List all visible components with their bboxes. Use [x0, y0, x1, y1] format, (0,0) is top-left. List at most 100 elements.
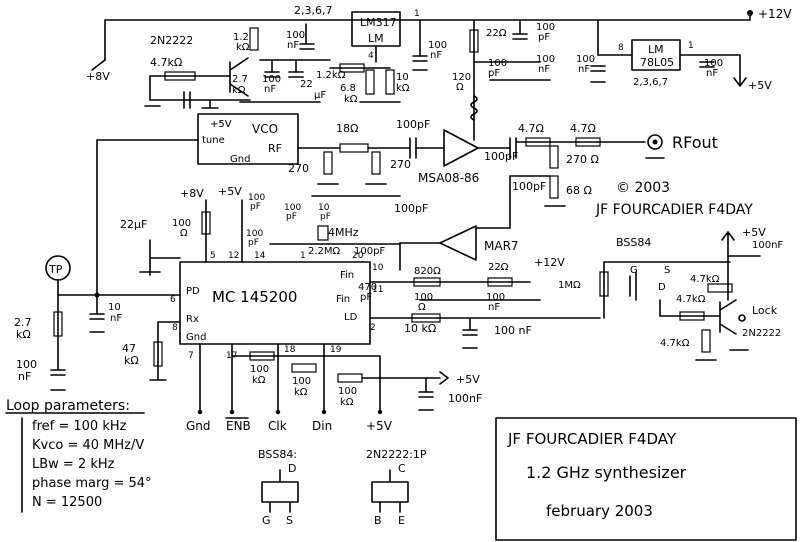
rf-connector	[647, 134, 663, 150]
c11-value: 100pF	[484, 150, 518, 163]
c15-unit: pF	[248, 238, 259, 248]
r6-unit: kΩ	[396, 83, 410, 94]
c9-value: 100	[704, 58, 723, 69]
c24-unit: nF	[18, 370, 31, 383]
r15-value: 68 Ω	[566, 184, 592, 197]
c17-value: 10	[318, 203, 330, 213]
resistor-r30	[701, 329, 711, 353]
r3-value: 2.7	[232, 74, 248, 85]
rfout-label: RFout	[672, 133, 718, 152]
ic-pin2: 2	[370, 323, 376, 333]
q2-collector	[719, 299, 737, 311]
msa-amplifier	[443, 129, 479, 167]
ic-name: MC 145200	[212, 288, 297, 306]
fet-g: G	[630, 265, 638, 276]
r7-value: 22Ω	[486, 28, 507, 39]
bss84-pin-g: G	[262, 514, 271, 527]
r16-value: 100	[172, 218, 191, 229]
rf-connector-pin	[652, 139, 658, 145]
supply-8v-label: +8V	[86, 70, 110, 83]
c7-unit: nF	[538, 64, 550, 75]
resistor-r12	[525, 137, 551, 147]
r24-unit: kΩ	[252, 375, 266, 386]
titleblock-title: 1.2 GHz synthesizer	[526, 463, 687, 482]
lm317-pin4: 4	[368, 51, 374, 61]
c8-value: 100	[576, 54, 595, 65]
resistor-r15	[549, 175, 559, 199]
c18-value: 100pF	[394, 202, 428, 215]
ic-pin14: 14	[254, 251, 266, 261]
resistor-r26	[337, 373, 363, 383]
xtal-value: 4MHz	[328, 226, 359, 239]
title-block	[495, 417, 797, 541]
supply-5v-mid: +5V	[218, 185, 242, 198]
resistor-r25	[291, 363, 317, 373]
c4-unit: nF	[430, 50, 442, 61]
pin-gnd	[197, 409, 203, 415]
lm78l05-name2: 78L05	[640, 56, 674, 69]
pin-din	[321, 409, 327, 415]
pinout-q-title: 2N2222:1P	[366, 448, 427, 461]
c22-value: 100 nF	[494, 324, 532, 337]
supply-12v-mid: +12V	[534, 256, 565, 269]
ic-pin1: 1	[300, 251, 306, 261]
pin-enb-label: ENB	[226, 419, 251, 433]
titleblock-date: february 2003	[546, 502, 653, 520]
c20-unit: nF	[488, 302, 500, 313]
resistor-r14	[549, 145, 559, 169]
supply-5v-label: +5V	[748, 79, 772, 92]
r12-value: 4.7Ω	[518, 122, 544, 135]
r26-unit: kΩ	[340, 397, 354, 408]
loop-heading: Loop parameters:	[6, 398, 130, 414]
supply-12v-label: +12V	[758, 7, 792, 21]
c14-value: 100	[248, 193, 265, 203]
pin-5v	[377, 409, 383, 415]
pin-clk	[275, 409, 281, 415]
arrow-5v	[733, 77, 747, 87]
ic-pin18: 18	[284, 345, 296, 355]
c23-unit: nF	[110, 313, 122, 324]
tp-label: TP	[48, 263, 63, 276]
author-text: JF FOURCADIER F4DAY	[595, 202, 753, 218]
c19-value: 100pF	[354, 246, 385, 257]
c21-value: 470	[358, 282, 377, 293]
c2-value: 100	[262, 74, 281, 85]
r29-value: 4.7kΩ	[676, 294, 706, 305]
lm78l05-pin8: 8	[618, 43, 624, 53]
bss84-pin-s: S	[286, 514, 293, 527]
c1-unit: nF	[287, 40, 299, 51]
pin-gnd-label: Gnd	[186, 419, 211, 433]
wire	[91, 59, 106, 71]
ic-gnd: Gnd	[186, 332, 206, 343]
bss84-pin-d: D	[288, 462, 296, 475]
r26-value: 100	[338, 386, 357, 397]
ic-pin7: 7	[188, 351, 194, 361]
ic-pin5: 5	[210, 251, 216, 261]
resistor-r19	[487, 277, 513, 287]
mar7-label: MAR7	[484, 239, 519, 253]
r4-value: 1.2kΩ	[316, 70, 346, 81]
r25-value: 100	[292, 376, 311, 387]
titleblock-author: JF FOURCADIER F4DAY	[507, 430, 677, 448]
loop-pm: phase marg = 54°	[32, 476, 152, 491]
crystal	[317, 225, 329, 241]
r8-unit: Ω	[456, 82, 464, 93]
mc145200-box	[179, 261, 371, 345]
lm78l05-pin1: 1	[688, 41, 694, 51]
resistor-r28	[707, 283, 733, 293]
loop-n: N = 12500	[32, 495, 102, 510]
q1-emitter	[229, 83, 249, 97]
resistor-r6	[385, 69, 395, 95]
q-pin-b: B	[374, 514, 382, 527]
r8-value: 120	[452, 72, 471, 83]
ic-pin12: 12	[228, 251, 239, 261]
vco-label: VCO	[252, 122, 278, 136]
fet-d: D	[658, 282, 666, 293]
ic-pin6: 6	[170, 295, 176, 305]
resistor-r21	[411, 313, 441, 323]
pinout-bss84-title: BSS84:	[258, 448, 297, 461]
vco-box	[197, 113, 299, 165]
c17-unit: pF	[320, 212, 331, 222]
r28-value: 4.7kΩ	[690, 274, 720, 285]
